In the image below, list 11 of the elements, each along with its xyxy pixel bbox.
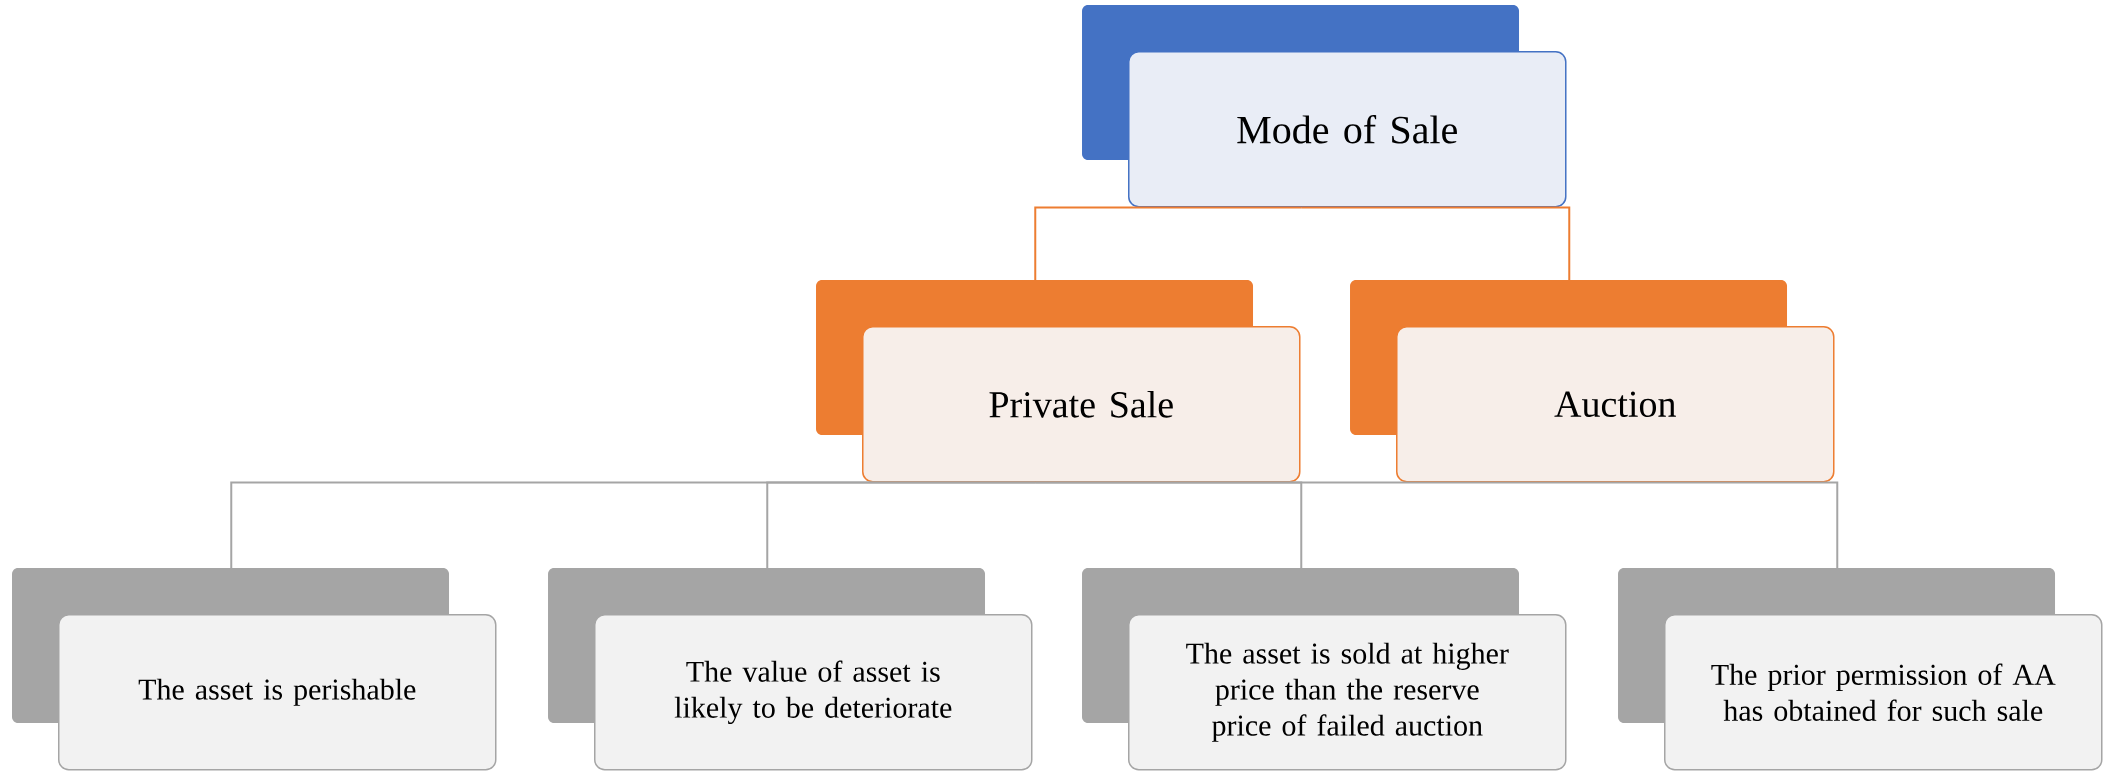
stacked-box: The value of asset is likely to be deteriorate xyxy=(548,568,1033,771)
stacked-box: Private Sale xyxy=(816,280,1301,483)
connector-line xyxy=(766,481,1037,569)
connector-line xyxy=(1034,206,1303,281)
stacked-box: The prior permission of AA has obtained for such sale xyxy=(1618,568,2103,771)
connector-line xyxy=(1300,206,1571,281)
stacked-box: The asset is sold at higher price than the reserve price of failed auction xyxy=(1082,568,1567,771)
stacked-box: Mode of Sale xyxy=(1082,5,1567,208)
stacked-box: Auction xyxy=(1350,280,1835,483)
connector-line xyxy=(1034,481,1839,569)
stacked-box: The asset is perishable xyxy=(12,568,497,771)
